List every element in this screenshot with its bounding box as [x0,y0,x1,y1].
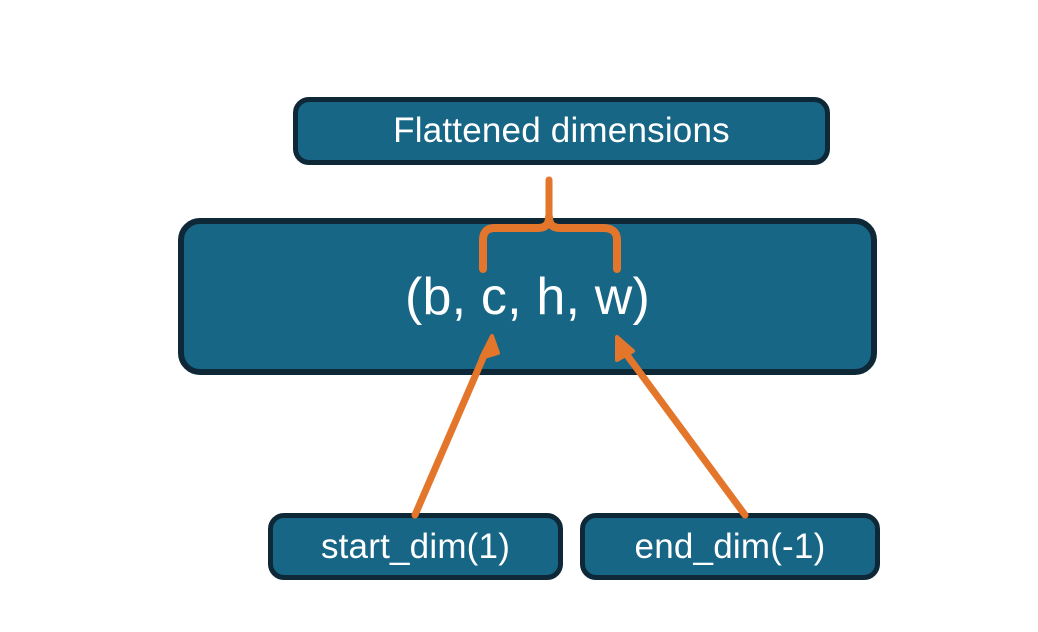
flattened-dimensions-box: Flattened dimensions [293,97,830,165]
flattened-dimensions-label: Flattened dimensions [393,111,730,150]
tensor-shape-box: (b, c, h, w) [178,218,877,375]
start-dim-label: start_dim(1) [320,526,511,566]
tensor-shape-label: (b, c, h, w) [404,267,651,326]
start-dim-box: start_dim(1) [268,513,563,580]
end-dim-box: end_dim(-1) [580,513,880,580]
end-dim-label: end_dim(-1) [634,526,826,566]
